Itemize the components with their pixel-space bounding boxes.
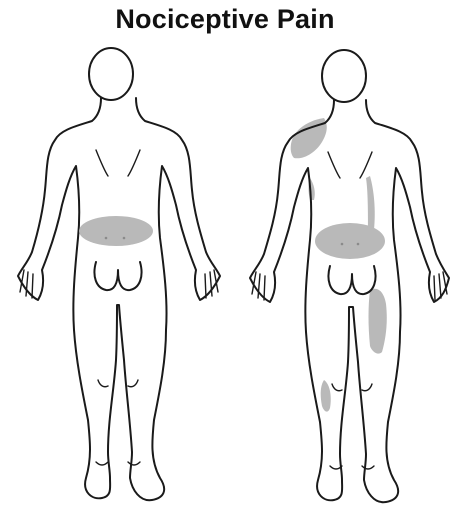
buttocks-outline (94, 262, 141, 290)
pain-area-right-calf (321, 380, 331, 412)
knee-line-left (332, 384, 342, 391)
body-figure-left (0, 0, 225, 512)
buttocks-outline (328, 266, 375, 294)
dimple-dot (341, 243, 344, 246)
ankle-line-right (362, 466, 374, 469)
knee-line-left (98, 380, 108, 387)
left-scapula-line (96, 150, 108, 176)
head (89, 48, 133, 100)
ankle-line-right (128, 462, 140, 465)
knee-line-right (128, 380, 138, 387)
pain-area-left-flank (366, 176, 375, 232)
right-scapula-line (128, 150, 140, 176)
dimple-dot (357, 243, 360, 246)
knee-line-right (362, 384, 372, 391)
head (322, 50, 366, 102)
body-outline (18, 98, 220, 500)
right-scapula-line (360, 152, 372, 178)
pain-area-lower-back (315, 223, 385, 259)
ankle-line-left (96, 462, 108, 465)
pain-area-left-thigh (369, 289, 387, 354)
dimple-dot (123, 237, 126, 240)
pain-area-lower-back (79, 216, 153, 246)
body-figure-right (232, 0, 450, 512)
dimple-dot (105, 237, 108, 240)
body-outline (250, 100, 449, 502)
right-hand-fingers (434, 272, 447, 300)
left-scapula-line (328, 152, 340, 178)
